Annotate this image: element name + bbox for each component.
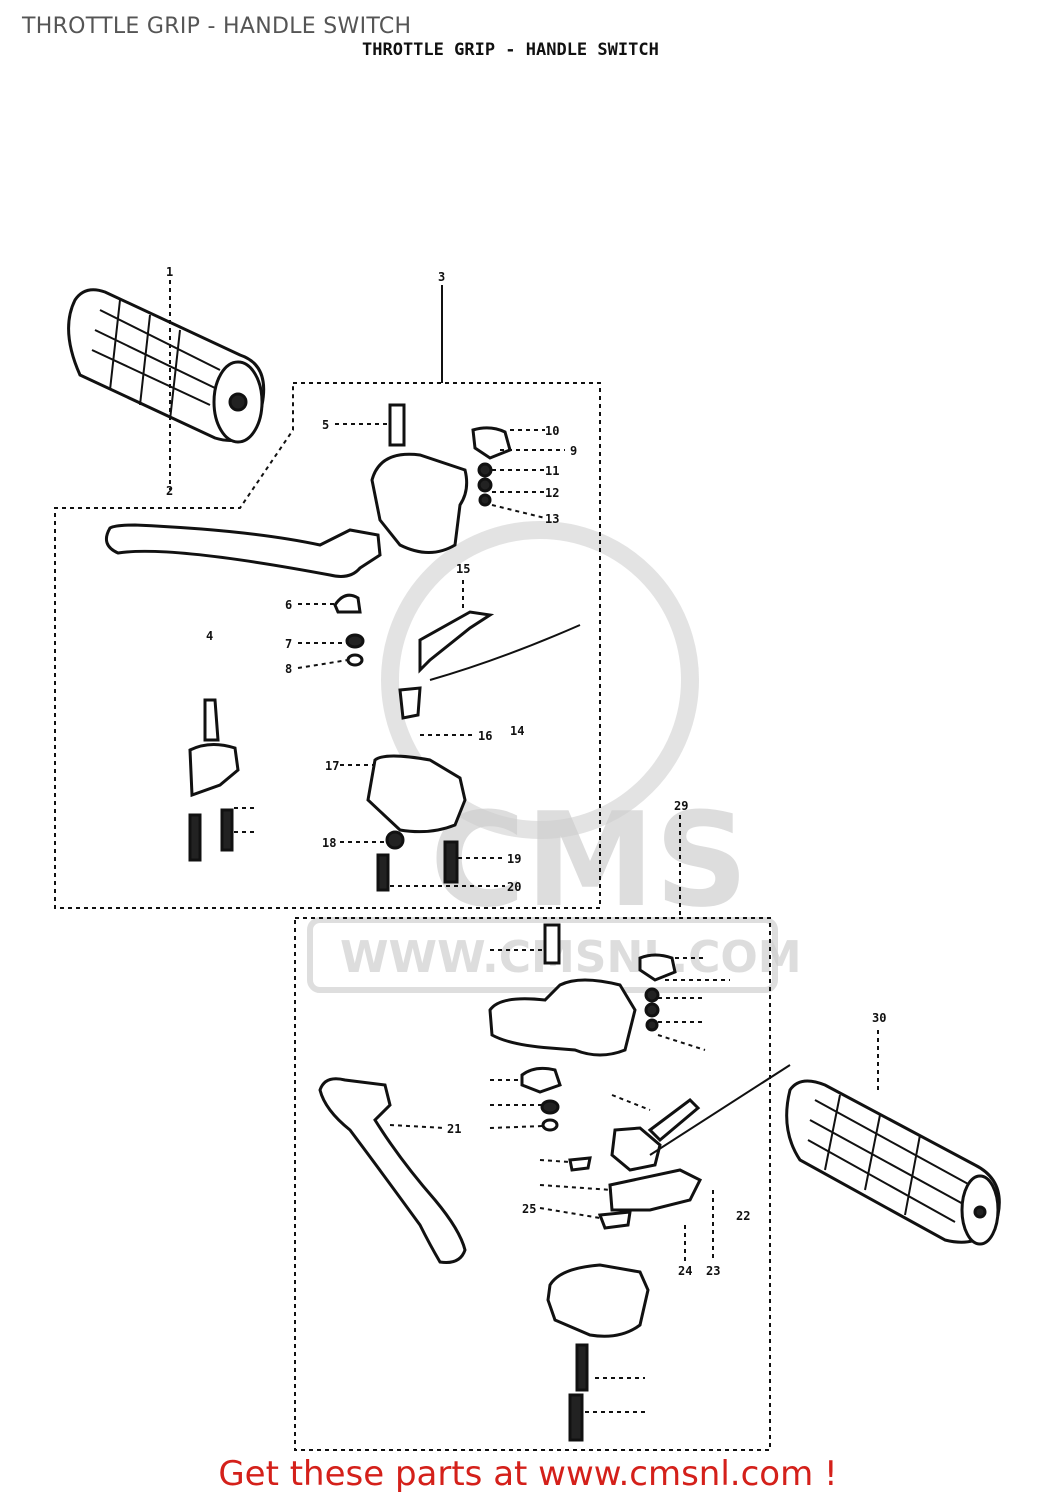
upper-small-parts [188, 593, 581, 862]
left-grip-part [67, 288, 266, 444]
callout-17: 17 [325, 759, 339, 773]
callout-3: 3 [438, 270, 445, 284]
right-grip-part [785, 1079, 1001, 1246]
watermark-brand: CMS [430, 784, 748, 936]
upper-switch-housing-part [366, 754, 467, 892]
callout-30: 30 [872, 1011, 886, 1025]
callout-12: 12 [545, 486, 559, 500]
lower-assembly-boundary [294, 917, 771, 1451]
footer-parts-link[interactable]: Get these parts at www.cmsnl.com ! [218, 1454, 838, 1494]
upper-clutch-lever-part [104, 523, 382, 578]
upper-assembly-boundary [54, 382, 601, 909]
callout-19: 19 [507, 852, 521, 866]
callout-29: 29 [674, 799, 688, 813]
callout-13: 13 [545, 512, 559, 526]
lower-brake-lever-part [318, 1077, 467, 1264]
callout-14: 14 [510, 724, 524, 738]
lower-switch-housing-part [546, 1263, 650, 1442]
callout-8: 8 [285, 662, 292, 676]
callout-20: 20 [507, 880, 521, 894]
callout-labels: 1 2 3 4 5 10 9 11 12 13 6 7 8 15 16 14 1… [166, 265, 886, 1278]
callout-4: 4 [206, 629, 213, 643]
watermark-url: WWW.CMSNL.COM [340, 932, 802, 983]
callout-7: 7 [285, 637, 292, 651]
callout-11: 11 [545, 464, 559, 478]
diagram-title: THROTTLE GRIP - HANDLE SWITCH [362, 40, 659, 60]
callout-25: 25 [522, 1202, 536, 1216]
callout-22: 22 [736, 1209, 750, 1223]
callout-18: 18 [322, 836, 336, 850]
watermark-logo: CMS WWW.CMSNL.COM [307, 521, 802, 993]
callout-16: 16 [478, 729, 492, 743]
page-header-title: THROTTLE GRIP - HANDLE SWITCH [22, 14, 412, 39]
callout-23: 23 [706, 1264, 720, 1278]
lower-lever-holder-part [488, 923, 677, 1057]
callout-15: 15 [456, 562, 470, 576]
leader-lines [234, 423, 730, 1413]
callout-2: 2 [166, 484, 173, 498]
upper-lever-holder-part [370, 403, 512, 554]
callout-24: 24 [678, 1264, 692, 1278]
callout-9: 9 [570, 444, 577, 458]
callout-6: 6 [285, 598, 292, 612]
callout-21: 21 [447, 1122, 461, 1136]
lower-small-parts [520, 1064, 791, 1230]
callout-5: 5 [322, 418, 329, 432]
callout-1: 1 [166, 265, 173, 279]
callout-10: 10 [545, 424, 559, 438]
